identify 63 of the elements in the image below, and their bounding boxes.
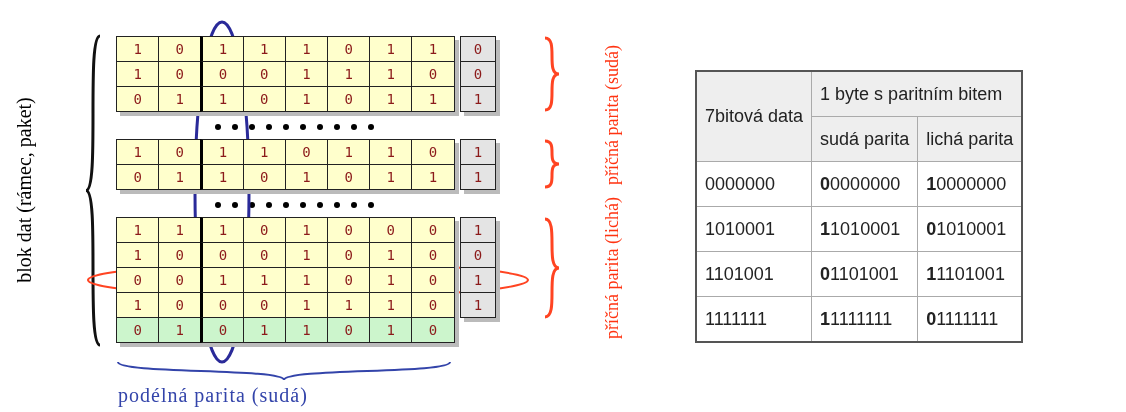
bit-cell: 0 bbox=[327, 36, 371, 62]
bit-cell: 1 bbox=[327, 61, 371, 87]
bit-cell: 1 bbox=[284, 242, 328, 268]
bit-cell: 0 bbox=[158, 242, 202, 268]
bit-cell: 1 bbox=[116, 242, 160, 268]
bit-cell: 1 bbox=[284, 61, 328, 87]
bit-cell: 1 bbox=[369, 267, 413, 293]
bit-cell: 1 bbox=[284, 292, 328, 318]
bit-cell: 0 bbox=[200, 292, 244, 318]
bit-cell: 1 bbox=[242, 267, 286, 293]
bit-cell: 0 bbox=[158, 267, 202, 293]
bit-cell: 1 bbox=[200, 217, 244, 243]
bit-cell: 1 bbox=[327, 292, 371, 318]
bit-cell: 0 bbox=[200, 61, 244, 87]
bit-cell: 0 bbox=[327, 267, 371, 293]
bit-cell: 0 bbox=[242, 242, 286, 268]
bit-cell: 0 bbox=[327, 217, 371, 243]
bit-cell: 0 bbox=[369, 217, 413, 243]
bit-cell: 0 bbox=[158, 36, 202, 62]
bit-cell: 1 bbox=[369, 139, 413, 165]
bit-cell: 1 bbox=[200, 36, 244, 62]
bit-cell: 1 bbox=[369, 61, 413, 87]
bit-cell: 1 bbox=[200, 267, 244, 293]
header-cell: 1 byte s paritním bitem bbox=[811, 71, 1023, 117]
header-cell: sudá parita bbox=[811, 116, 918, 162]
bit-cell: 1 bbox=[116, 292, 160, 318]
bit-cell: 0 bbox=[200, 242, 244, 268]
table-cell: 0000000 bbox=[696, 161, 812, 207]
header-cell: 7bitová data bbox=[696, 71, 812, 162]
brace-label: blok dat (rámec, paket) bbox=[12, 97, 36, 283]
bit-cell: 1 bbox=[158, 217, 202, 243]
bit-cell: 0 bbox=[242, 292, 286, 318]
bit-cell: 1 bbox=[284, 267, 328, 293]
bit-cell: 1 bbox=[242, 139, 286, 165]
bit-cell: 1 bbox=[116, 36, 160, 62]
brace-label: podélná parita (sudá) bbox=[118, 384, 308, 407]
bit-cell: 1 bbox=[369, 36, 413, 62]
bit-cell: 0 bbox=[158, 292, 202, 318]
table-cell: 00000000 bbox=[811, 161, 918, 207]
table-cell: 01101001 bbox=[811, 251, 918, 297]
brace-label: příčná parita (lichá) bbox=[601, 197, 623, 339]
bit-cell: 0 bbox=[242, 217, 286, 243]
bit-cell: 1 bbox=[200, 139, 244, 165]
table-cell: 11010001 bbox=[811, 206, 918, 252]
bit-cell: 0 bbox=[158, 61, 202, 87]
bit-cell: 1 bbox=[284, 217, 328, 243]
table-cell: 1010001 bbox=[696, 206, 812, 252]
bit-cell: 1 bbox=[369, 242, 413, 268]
bit-cell: 0 bbox=[242, 61, 286, 87]
header-cell: lichá parita bbox=[917, 116, 1023, 162]
bit-cell: 0 bbox=[284, 139, 328, 165]
bit-cell: 1 bbox=[116, 61, 160, 87]
table-cell: 1101001 bbox=[696, 251, 812, 297]
bit-cell: 1 bbox=[242, 36, 286, 62]
brace-label: příčná parita (sudá) bbox=[601, 45, 623, 185]
bit-cell: 0 bbox=[116, 267, 160, 293]
bit-cell: 0 bbox=[327, 242, 371, 268]
bit-cell: 1 bbox=[369, 292, 413, 318]
bit-cell: 1 bbox=[284, 36, 328, 62]
bit-cell: 1 bbox=[116, 217, 160, 243]
bit-cell: 0 bbox=[158, 139, 202, 165]
bit-cell: 1 bbox=[116, 139, 160, 165]
bit-cell: 1 bbox=[327, 139, 371, 165]
